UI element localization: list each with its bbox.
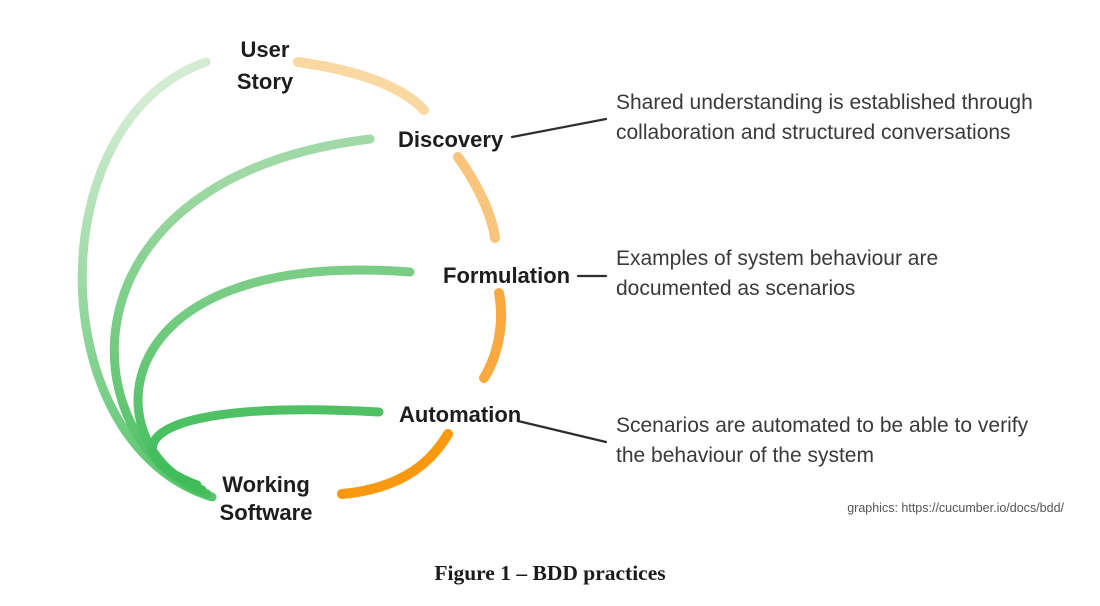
annotation-discovery: Shared understanding is established thro… [616, 88, 1033, 148]
flow-arrow-formulation-to-automation [479, 288, 506, 383]
flow-arrow-automation-to-working-software [337, 429, 453, 499]
annotation-automation-line2: the behaviour of the system [616, 444, 874, 467]
node-label-formulation: Formulation [443, 263, 571, 288]
flow-arrow-discovery-to-formulation [453, 152, 500, 243]
feedback-arrow-working-to-formulation [133, 265, 415, 495]
feedback-arrow-working-to-automation [148, 405, 384, 490]
node-label-discovery: Discovery [398, 127, 504, 152]
feedback-arrow-working-to-user-story [77, 57, 217, 502]
annotation-formulation: Examples of system behaviour are documen… [616, 244, 938, 304]
annotation-formulation-line2: documented as scenarios [616, 277, 856, 300]
node-label-user-story-line2: Story [236, 69, 294, 94]
node-label-working-software-line2: Software [219, 500, 313, 525]
figure-caption: Figure 1 – BDD practices [434, 561, 666, 585]
annotation-discovery-line2: collaboration and structured conversatio… [616, 121, 1011, 144]
node-label-user-story: User Story [195, 34, 335, 98]
flow-arrow-user-story-to-discovery [293, 57, 429, 115]
node-label-working-software-line1: Working [222, 472, 310, 497]
annotation-automation-line1: Scenarios are automated to be able to ve… [616, 414, 1029, 437]
leader-line-automation [516, 419, 608, 444]
node-label-automation: Automation [399, 402, 522, 427]
credit-text: graphics: https://cucumber.io/docs/bdd/ [847, 501, 1064, 515]
leader-line-discovery [510, 117, 608, 139]
node-label-working-software: Working Software [196, 471, 336, 527]
annotation-formulation-line1: Examples of system behaviour are [616, 247, 939, 270]
annotation-discovery-line1: Shared understanding is established thro… [616, 91, 1033, 114]
annotation-automation: Scenarios are automated to be able to ve… [616, 411, 1028, 471]
node-label-user-story-line1: User [240, 37, 290, 62]
